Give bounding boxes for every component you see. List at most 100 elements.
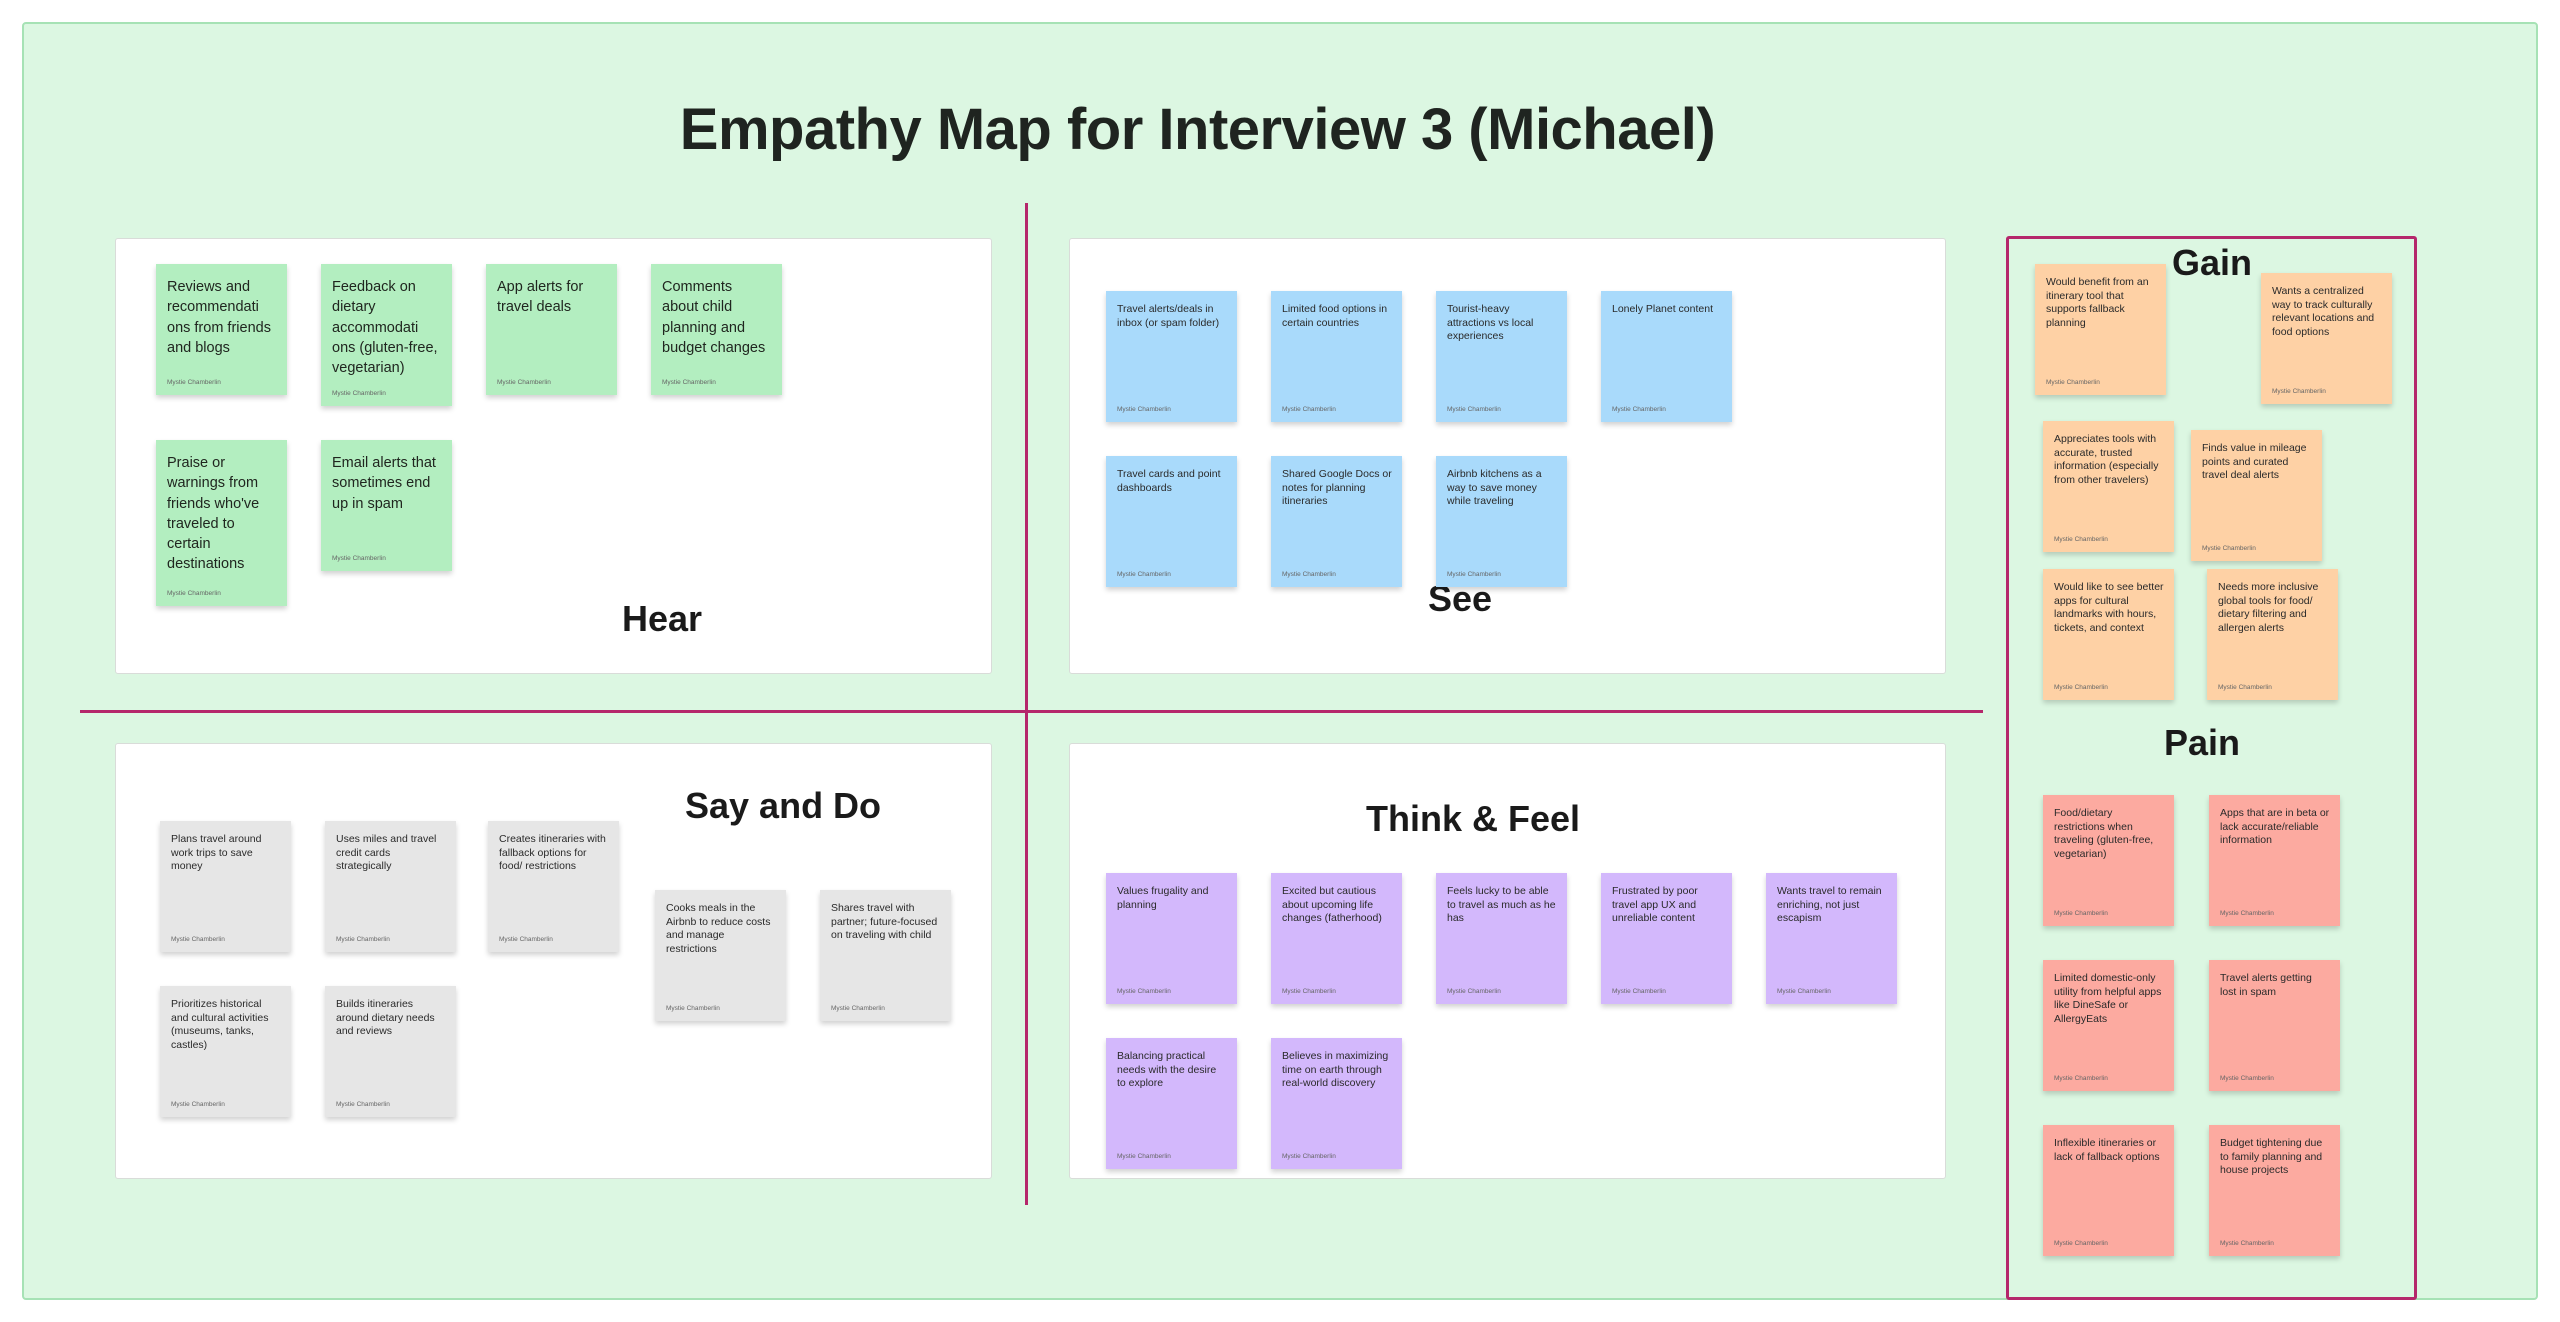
sticky-note[interactable]: Shares travel with partner; future-focus… [820, 890, 951, 1021]
sticky-note[interactable]: Wants travel to remain enriching, not ju… [1766, 873, 1897, 1004]
note-text: Builds itineraries around dietary needs … [336, 998, 435, 1038]
note-text: Shared Google Docs or notes for planning… [1282, 468, 1392, 508]
note-author: Mystie Chamberlin [171, 1101, 225, 1108]
note-text: Appreciates tools with accurate, trusted… [2054, 433, 2159, 486]
note-author: Mystie Chamberlin [2054, 536, 2108, 543]
sticky-note[interactable]: Comments about child planning and budget… [651, 264, 782, 395]
note-text: Excited but cautious about upcoming life… [1282, 885, 1382, 925]
note-author: Mystie Chamberlin [2220, 910, 2274, 917]
note-text: Comments about child planning and budget… [662, 279, 766, 356]
note-author: Mystie Chamberlin [1117, 988, 1171, 995]
sticky-note[interactable]: Praise or warnings from friends who've t… [156, 440, 287, 606]
sticky-note[interactable]: Needs more inclusive global tools for fo… [2207, 569, 2338, 700]
note-author: Mystie Chamberlin [167, 590, 221, 597]
sticky-note[interactable]: Uses miles and travel credit cards strat… [325, 821, 456, 952]
sticky-note[interactable]: Email alerts that sometimes end up in sp… [321, 440, 452, 571]
pain-label: Pain [2164, 722, 2241, 763]
note-author: Mystie Chamberlin [1777, 988, 1831, 995]
sticky-note[interactable]: Wants a centralized way to track cultura… [2261, 273, 2392, 404]
sticky-note[interactable]: Would benefit from an itinerary tool tha… [2035, 264, 2166, 395]
sticky-note[interactable]: Believes in maximizing time on earth thr… [1271, 1038, 1402, 1169]
sticky-note[interactable]: Prioritizes historical and cultural acti… [160, 986, 291, 1117]
sticky-note[interactable]: Travel alerts/deals in inbox (or spam fo… [1106, 291, 1237, 422]
sticky-note[interactable]: Would like to see better apps for cultur… [2043, 569, 2174, 700]
note-author: Mystie Chamberlin [662, 379, 716, 386]
page-title: Empathy Map for Interview 3 (Michael) [679, 97, 1716, 162]
sticky-note[interactable]: Values frugality and planning Mystie Cha… [1106, 873, 1237, 1004]
note-author: Mystie Chamberlin [1612, 988, 1666, 995]
note-author: Mystie Chamberlin [2272, 388, 2326, 395]
note-text: Plans travel around work trips to save m… [171, 833, 262, 873]
sticky-note[interactable]: Feels lucky to be able to travel as much… [1436, 873, 1567, 1004]
note-text: Needs more inclusive global tools for fo… [2218, 581, 2319, 634]
note-text: Airbnb kitchens as a way to save money w… [1447, 468, 1542, 508]
note-text: Wants a centralized way to track cultura… [2272, 285, 2375, 338]
sticky-note[interactable]: Builds itineraries around dietary needs … [325, 986, 456, 1117]
note-text: Cooks meals in the Airbnb to reduce cost… [666, 902, 771, 955]
sticky-note[interactable]: Inflexible itineraries or lack of fallba… [2043, 1125, 2174, 1256]
note-author: Mystie Chamberlin [666, 1005, 720, 1012]
sticky-note[interactable]: Food/dietary restrictions when traveling… [2043, 795, 2174, 926]
note-text: Creates itineraries with fallback option… [499, 833, 606, 873]
note-text: Values frugality and planning [1117, 885, 1209, 911]
note-author: Mystie Chamberlin [1282, 1153, 1336, 1160]
note-author: Mystie Chamberlin [2054, 910, 2108, 917]
note-author: Mystie Chamberlin [167, 379, 221, 386]
sticky-note[interactable]: App alerts for travel deals Mystie Chamb… [486, 264, 617, 395]
sticky-note[interactable]: Lonely Planet content Mystie Chamberlin [1601, 291, 1732, 422]
sticky-note[interactable]: Balancing practical needs with the desir… [1106, 1038, 1237, 1169]
sticky-note[interactable]: Tourist-heavy attractions vs local exper… [1436, 291, 1567, 422]
gain-pain-frame[interactable] [2006, 236, 2417, 1300]
sticky-note[interactable]: Plans travel around work trips to save m… [160, 821, 291, 952]
note-text: Frustrated by poor travel app UX and unr… [1612, 885, 1698, 925]
sticky-note[interactable]: Creates itineraries with fallback option… [488, 821, 619, 952]
note-author: Mystie Chamberlin [336, 936, 390, 943]
note-author: Mystie Chamberlin [831, 1005, 885, 1012]
note-text: Travel alerts/deals in inbox (or spam fo… [1117, 303, 1220, 329]
note-author: Mystie Chamberlin [1447, 988, 1501, 995]
note-author: Mystie Chamberlin [2202, 545, 2256, 552]
note-author: Mystie Chamberlin [1117, 571, 1171, 578]
sticky-note[interactable]: Feedback on dietary accommodati ons (glu… [321, 264, 452, 406]
note-author: Mystie Chamberlin [499, 936, 553, 943]
sticky-note[interactable]: Apps that are in beta or lack accurate/r… [2209, 795, 2340, 926]
note-author: Mystie Chamberlin [2220, 1075, 2274, 1082]
note-author: Mystie Chamberlin [2046, 379, 2100, 386]
note-text: Travel alerts getting lost in spam [2220, 972, 2312, 998]
note-author: Mystie Chamberlin [1282, 988, 1336, 995]
note-text: Would like to see better apps for cultur… [2054, 581, 2164, 634]
note-author: Mystie Chamberlin [1117, 1153, 1171, 1160]
sticky-note[interactable]: Limited domestic-only utility from helpf… [2043, 960, 2174, 1091]
sticky-note[interactable]: Finds value in mileage points and curate… [2191, 430, 2322, 561]
sticky-note[interactable]: Appreciates tools with accurate, trusted… [2043, 421, 2174, 552]
sticky-note[interactable]: Travel cards and point dashboards Mystie… [1106, 456, 1237, 587]
note-author: Mystie Chamberlin [1612, 406, 1666, 413]
sticky-note[interactable]: Reviews and recommendati ons from friend… [156, 264, 287, 395]
sticky-note[interactable]: Limited food options in certain countrie… [1271, 291, 1402, 422]
note-author: Mystie Chamberlin [332, 555, 386, 562]
vertical-divider [1025, 203, 1028, 1205]
think-feel-label: Think & Feel [1366, 798, 1581, 839]
note-text: Feedback on dietary accommodati ons (glu… [332, 279, 438, 377]
horizontal-divider [80, 710, 1983, 713]
say-do-label: Say and Do [685, 785, 882, 826]
note-text: Travel cards and point dashboards [1117, 468, 1221, 494]
note-text: Finds value in mileage points and curate… [2202, 442, 2307, 482]
sticky-note[interactable]: Shared Google Docs or notes for planning… [1271, 456, 1402, 587]
note-text: Praise or warnings from friends who've t… [167, 455, 260, 573]
sticky-note[interactable]: Excited but cautious about upcoming life… [1271, 873, 1402, 1004]
sticky-note[interactable]: Cooks meals in the Airbnb to reduce cost… [655, 890, 786, 1021]
sticky-note[interactable]: Airbnb kitchens as a way to save money w… [1436, 456, 1567, 587]
note-author: Mystie Chamberlin [2218, 684, 2272, 691]
note-text: Budget tightening due to family planning… [2220, 1137, 2323, 1177]
sticky-note[interactable]: Budget tightening due to family planning… [2209, 1125, 2340, 1256]
note-author: Mystie Chamberlin [1117, 406, 1171, 413]
note-text: Balancing practical needs with the desir… [1117, 1050, 1217, 1090]
note-text: Inflexible itineraries or lack of fallba… [2054, 1137, 2160, 1163]
note-author: Mystie Chamberlin [336, 1101, 390, 1108]
note-text: Uses miles and travel credit cards strat… [336, 833, 437, 873]
sticky-note[interactable]: Travel alerts getting lost in spam Mysti… [2209, 960, 2340, 1091]
note-text: Prioritizes historical and cultural acti… [171, 998, 269, 1051]
sticky-note[interactable]: Frustrated by poor travel app UX and unr… [1601, 873, 1732, 1004]
note-author: Mystie Chamberlin [1447, 406, 1501, 413]
